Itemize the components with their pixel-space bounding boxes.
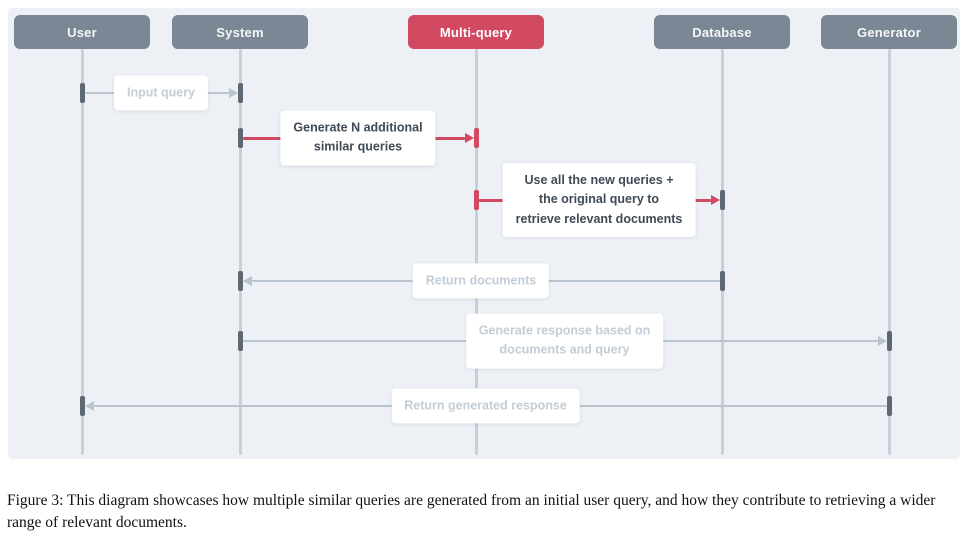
activation-bar-system: [237, 128, 243, 148]
activation-bar-database: [719, 190, 725, 210]
arrowhead-icon: [228, 88, 238, 98]
message-label: Generate response based on documents and…: [465, 313, 664, 369]
activation-bar-database: [719, 271, 725, 291]
activation-bar-generator: [886, 331, 892, 351]
lifeline-user: [80, 49, 84, 455]
lifeline-database: [720, 49, 724, 455]
activation-bar-generator: [886, 396, 892, 416]
activation-bar-user: [79, 396, 85, 416]
figure-caption: Figure 3: This diagram showcases how mul…: [7, 491, 936, 531]
arrowhead-icon: [877, 336, 887, 346]
activation-bar-multi-query: [473, 128, 479, 148]
activation-bar-system: [237, 331, 243, 351]
actor-database: Database: [654, 15, 790, 49]
message-label: Return documents: [412, 263, 550, 299]
arrowhead-icon: [710, 195, 720, 205]
activation-bar-system: [237, 271, 243, 291]
actor-user: User: [14, 15, 150, 49]
activation-bar-multi-query: [473, 190, 479, 210]
arrowhead-icon: [464, 133, 474, 143]
arrowhead-icon: [84, 401, 94, 411]
actor-generator: Generator: [821, 15, 957, 49]
message-label: Return generated response: [391, 388, 580, 424]
activation-bar-system: [237, 83, 243, 103]
lifeline-generator: [887, 49, 891, 455]
message-label: Generate N additional similar queries: [280, 110, 436, 166]
lifeline-multi-query: [474, 49, 478, 455]
arrowhead-icon: [242, 276, 252, 286]
activation-bar-user: [79, 83, 85, 103]
message-label: Use all the new queries + the original q…: [502, 162, 696, 238]
actor-multi-query: Multi-query: [408, 15, 544, 49]
message-label: Input query: [113, 75, 209, 111]
lifeline-system: [238, 49, 242, 455]
actor-system: System: [172, 15, 308, 49]
